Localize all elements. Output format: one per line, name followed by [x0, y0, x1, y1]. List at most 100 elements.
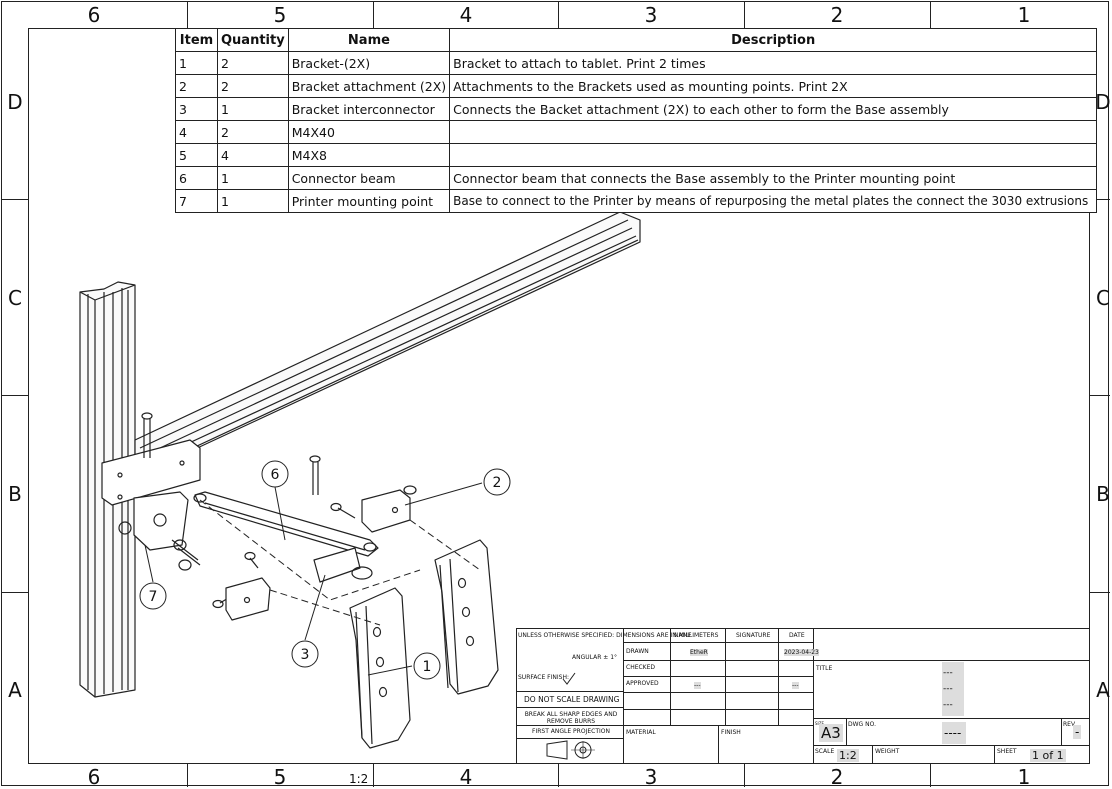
bom-header-quantity: Quantity	[217, 28, 289, 52]
bom-cell-quantity: 2	[217, 51, 289, 75]
zone-label-bottom: 3	[644, 765, 658, 789]
bom-cell-item: 4	[175, 120, 218, 144]
zone-divider	[187, 764, 188, 787]
bom-cell-item: 6	[175, 166, 218, 190]
header-name: NAME	[674, 632, 692, 639]
finish-label: FINISH	[721, 729, 741, 736]
title-value-box	[942, 662, 964, 716]
zone-divider	[1, 199, 28, 200]
zone-divider	[1090, 199, 1110, 200]
zone-label-top: 5	[273, 3, 287, 27]
bom-cell-item: 2	[175, 74, 218, 98]
sheet-size: A3	[819, 724, 843, 742]
approved-name: ---	[694, 682, 701, 689]
balloon-3-label: 3	[301, 647, 310, 663]
bom-header-name: Name	[287, 28, 451, 52]
bom-header-row: Item Quantity Name Description	[175, 28, 1098, 52]
zone-divider	[930, 764, 931, 787]
dwg-no-box	[942, 722, 966, 744]
zone-divider	[373, 764, 374, 787]
zone-divider	[187, 1, 188, 28]
bom-cell-item: 3	[175, 97, 218, 121]
bom-row: 4 2 M4X40	[175, 120, 1098, 144]
note-surface-finish: SURFACE FINISH:	[518, 674, 569, 681]
zone-divider	[744, 1, 745, 28]
bom-cell-description: Connects the Backet attachment (2X) to e…	[449, 97, 1098, 121]
bom-row: 6 1 Connector beam Connector beam that c…	[175, 166, 1098, 190]
zone-label-bottom: 1	[1017, 765, 1031, 789]
bom-cell-name: M4X8	[287, 143, 451, 167]
bom-cell-name: Bracket interconnector	[287, 97, 451, 121]
zone-label-top: 2	[830, 3, 844, 27]
balloon-7-label: 7	[149, 589, 158, 605]
scale-value: 1:2	[837, 749, 859, 762]
view-scale-label: 1:2	[349, 772, 369, 786]
bom-cell-name: Printer mounting point	[287, 189, 451, 213]
bom-cell-quantity: 2	[217, 120, 289, 144]
note-dimensions: UNLESS OTHERWISE SPECIFIED: DIMENSIONS A…	[518, 632, 719, 639]
zone-label-bottom: 2	[830, 765, 844, 789]
bom-cell-quantity: 1	[217, 189, 289, 213]
zone-label-left: D	[7, 90, 23, 114]
zone-label-top: 4	[459, 3, 473, 27]
approved-date: ---	[792, 682, 799, 689]
bom-cell-quantity: 4	[217, 143, 289, 167]
size-label: SIZE	[815, 721, 824, 726]
balloon-6-label: 6	[271, 467, 280, 483]
row-approved: APPROVED	[626, 680, 659, 687]
row-drawn: DRAWN	[626, 648, 649, 655]
bom-cell-description: Bracket to attach to tablet. Print 2 tim…	[449, 51, 1098, 75]
first-angle-projection-icon	[546, 740, 595, 760]
zone-divider	[373, 1, 374, 28]
bom-row: 1 2 Bracket-(2X) Bracket to attach to ta…	[175, 51, 1098, 75]
title-value: ---	[943, 668, 953, 678]
bom-row: 3 1 Bracket interconnector Connects the …	[175, 97, 1098, 121]
zone-divider	[1090, 592, 1110, 593]
balloon-6	[261, 460, 289, 488]
zone-divider	[1, 592, 28, 593]
zone-label-top: 3	[644, 3, 658, 27]
material-label: MATERIAL	[626, 729, 656, 736]
scale-label: SCALE	[815, 748, 835, 755]
bom-cell-quantity: 2	[217, 74, 289, 98]
zone-label-top: 6	[87, 3, 101, 27]
header-signature: SIGNATURE	[736, 632, 771, 639]
note-do-not-scale: DO NOT SCALE DRAWING	[524, 695, 620, 704]
surface-finish-icon	[562, 672, 576, 685]
sheet-number: 1 of 1	[1030, 749, 1066, 762]
bom-row: 2 2 Bracket attachment (2X) Attachments …	[175, 74, 1098, 98]
dwg-no-label: DWG NO.	[848, 721, 876, 728]
balloon-1	[413, 652, 441, 680]
note-angular: ANGULAR ± 1°	[572, 654, 618, 661]
zone-label-left: C	[8, 286, 22, 310]
bom-row: 5 4 M4X8	[175, 143, 1098, 167]
zone-divider	[930, 1, 931, 28]
bom-cell-description	[449, 143, 1098, 167]
bom-cell-description: Base to connect to the Printer by means …	[449, 189, 1098, 213]
zone-label-bottom: 4	[459, 765, 473, 789]
drawn-date: 2023-04-23	[784, 649, 819, 656]
header-date: DATE	[789, 632, 805, 639]
bom-header-description: Description	[449, 28, 1098, 52]
row-checked: CHECKED	[626, 664, 656, 671]
bom-cell-item: 1	[175, 51, 218, 75]
balloon-2	[483, 468, 511, 496]
zone-label-bottom: 6	[87, 765, 101, 789]
zone-label-top: 1	[1017, 3, 1031, 27]
title-label: TITLE	[816, 665, 833, 672]
title-value: ---	[943, 684, 953, 694]
bom-cell-description	[449, 120, 1098, 144]
weight-label: WEIGHT	[875, 748, 900, 755]
zone-label-left: A	[8, 678, 22, 702]
sheet-label: SHEET	[997, 748, 1017, 755]
bom-cell-quantity: 1	[217, 97, 289, 121]
bom-cell-description: Attachments to the Brackets used as moun…	[449, 74, 1098, 98]
bom-cell-name: Bracket-(2X)	[287, 51, 451, 75]
zone-divider	[558, 1, 559, 28]
bom-cell-item: 5	[175, 143, 218, 167]
note-projection: FIRST ANGLE PROJECTION	[532, 728, 610, 735]
zone-label-right: C	[1096, 286, 1110, 310]
